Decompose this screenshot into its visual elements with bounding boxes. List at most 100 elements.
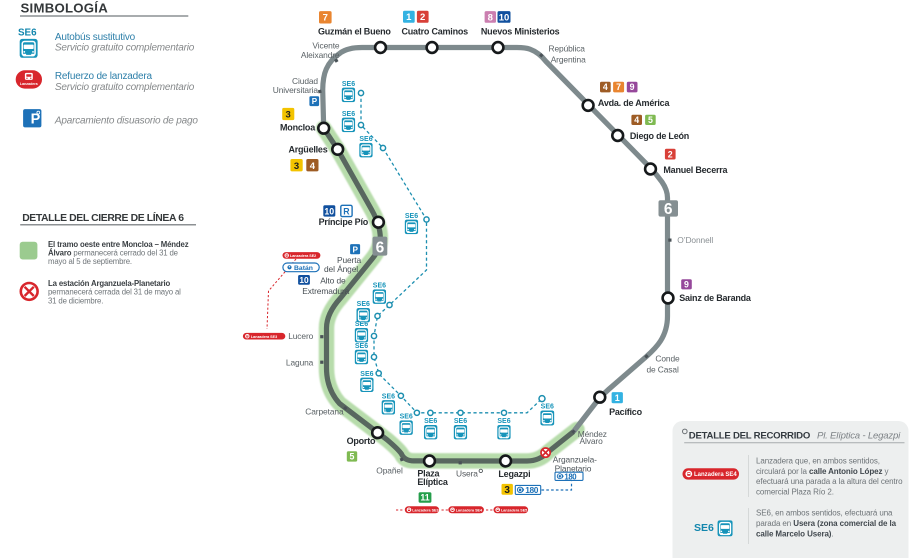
svg-text:Elíptica: Elíptica	[417, 477, 448, 487]
svg-text:Ciudad: Ciudad	[292, 76, 318, 86]
svg-text:Guzmán el Bueno: Guzmán el Bueno	[318, 26, 391, 36]
svg-text:SE6, en ambos sentidos, efectu: SE6, en ambos sentidos, efectuará una	[756, 509, 893, 518]
svg-text:Puerta: Puerta	[337, 255, 362, 265]
svg-text:Pl. Elíptica - Legazpi: Pl. Elíptica - Legazpi	[817, 431, 901, 442]
svg-text:El tramo oeste entre Moncloa –: El tramo oeste entre Moncloa – Méndez	[48, 240, 189, 249]
svg-text:SE6: SE6	[497, 418, 510, 425]
svg-text:Sainz de Baranda: Sainz de Baranda	[679, 293, 752, 303]
svg-text:SE6: SE6	[355, 321, 368, 328]
svg-text:SIMBOLOGÍA: SIMBOLOGÍA	[21, 0, 109, 15]
svg-text:7: 7	[616, 82, 621, 92]
svg-text:Lanzadera SE4: Lanzadera SE4	[456, 509, 483, 513]
svg-text:Príncipe Pío: Príncipe Pío	[319, 217, 369, 227]
svg-text:11: 11	[420, 493, 429, 503]
svg-text:Universitaria: Universitaria	[273, 85, 319, 95]
svg-text:SE6: SE6	[382, 393, 395, 400]
svg-text:Autobús sustitutivo: Autobús sustitutivo	[55, 32, 136, 43]
svg-text:P: P	[31, 112, 41, 128]
svg-text:9: 9	[630, 82, 635, 92]
svg-text:Usera: Usera	[456, 469, 478, 479]
svg-text:8: 8	[488, 12, 493, 23]
svg-text:SE6: SE6	[342, 81, 355, 88]
svg-text:Laguna: Laguna	[286, 357, 314, 367]
svg-text:Avda. de América: Avda. de América	[598, 98, 671, 108]
svg-text:circulará por la calle Antonio: circulará por la calle Antonio López y	[756, 467, 888, 476]
svg-text:10: 10	[324, 206, 334, 216]
svg-text:SE6: SE6	[405, 213, 418, 220]
svg-text:Oporto: Oporto	[347, 436, 376, 446]
svg-text:180: 180	[564, 472, 577, 481]
svg-text:4: 4	[634, 115, 639, 125]
svg-text:Aparcamiento disuasorio de pag: Aparcamiento disuasorio de pago	[54, 115, 198, 126]
svg-text:1: 1	[406, 12, 412, 23]
svg-text:1: 1	[615, 393, 620, 403]
svg-text:Alto de: Alto de	[320, 276, 346, 286]
svg-text:9: 9	[684, 279, 689, 289]
svg-text:Lanzadera SE2: Lanzadera SE2	[290, 254, 316, 258]
svg-text:Lanzadera SE5: Lanzadera SE5	[501, 509, 527, 513]
svg-text:Vicente: Vicente	[312, 41, 340, 51]
svg-text:SE6: SE6	[355, 343, 368, 350]
svg-text:Argüelles: Argüelles	[288, 144, 327, 154]
svg-text:DETALLE DEL CIERRE DE LÍNEA 6: DETALLE DEL CIERRE DE LÍNEA 6	[22, 211, 184, 224]
svg-text:Méndez: Méndez	[578, 429, 607, 439]
svg-text:3: 3	[294, 161, 299, 172]
svg-text:Conde: Conde	[655, 353, 680, 363]
svg-text:Refuerzo de lanzadera: Refuerzo de lanzadera	[55, 71, 153, 82]
svg-text:República: República	[549, 43, 586, 53]
svg-text:Manuel Becerra: Manuel Becerra	[663, 165, 728, 175]
svg-text:Lanzadera que, en ambos sentid: Lanzadera que, en ambos sentidos,	[756, 456, 880, 465]
svg-text:180: 180	[525, 485, 539, 495]
svg-text:del Ángel: del Ángel	[324, 264, 358, 274]
svg-text:Lanzadera SE3: Lanzadera SE3	[251, 335, 277, 339]
svg-text:Diego de León: Diego de León	[630, 131, 689, 141]
svg-text:Pacífico: Pacífico	[609, 407, 642, 417]
svg-text:mayo al 5 de septiembre.: mayo al 5 de septiembre.	[48, 257, 132, 266]
svg-text:comercial Plaza Río 2.: comercial Plaza Río 2.	[756, 488, 834, 497]
svg-text:Lucero: Lucero	[288, 331, 313, 341]
svg-text:Legazpi: Legazpi	[498, 469, 530, 479]
svg-text:Nuevos Ministerios: Nuevos Ministerios	[481, 26, 560, 36]
svg-text:parada en Usera (zona comercia: parada en Usera (zona comercial de la	[756, 519, 897, 528]
svg-text:Aleixandre: Aleixandre	[301, 50, 340, 60]
svg-text:SE6: SE6	[454, 418, 467, 425]
svg-text:SE6: SE6	[373, 283, 386, 290]
svg-text:Opañel: Opañel	[376, 466, 403, 476]
svg-text:Moncloa: Moncloa	[280, 123, 316, 133]
svg-text:Carpetana: Carpetana	[305, 406, 344, 416]
svg-text:P: P	[352, 245, 358, 254]
svg-text:6: 6	[664, 201, 673, 218]
svg-text:de Casal: de Casal	[646, 365, 678, 375]
svg-text:Plaza: Plaza	[417, 468, 440, 478]
svg-text:10: 10	[499, 12, 510, 23]
svg-text:Cuatro Caminos: Cuatro Caminos	[402, 26, 469, 36]
svg-text:Planetario: Planetario	[555, 463, 592, 473]
svg-text:SE6: SE6	[342, 111, 355, 118]
svg-text:Álvaro: Álvaro	[580, 436, 604, 446]
svg-text:Lanzadera SE4: Lanzadera SE4	[694, 472, 737, 478]
svg-text:4: 4	[603, 82, 608, 92]
svg-text:2: 2	[668, 149, 673, 159]
svg-text:Arganzuela-: Arganzuela-	[553, 455, 597, 465]
svg-text:SE6: SE6	[400, 414, 413, 421]
svg-text:SE6: SE6	[694, 522, 714, 534]
svg-text:31 de diciembre.: 31 de diciembre.	[48, 296, 103, 305]
svg-text:Batán: Batán	[294, 265, 313, 272]
svg-text:SE6: SE6	[360, 371, 373, 378]
svg-text:Servicio gratuito complementar: Servicio gratuito complementario	[55, 43, 195, 54]
svg-text:SE6: SE6	[359, 136, 372, 143]
svg-text:SE6: SE6	[18, 28, 37, 39]
svg-text:Servicio gratuito complementar: Servicio gratuito complementario	[55, 82, 195, 93]
svg-text:SE6: SE6	[541, 404, 554, 411]
svg-text:5: 5	[648, 115, 653, 125]
svg-text:P: P	[312, 97, 318, 106]
svg-text:2: 2	[420, 12, 425, 23]
svg-text:3: 3	[504, 485, 510, 496]
svg-text:Argentina: Argentina	[551, 54, 586, 64]
svg-text:DETALLE DEL RECORRIDO: DETALLE DEL RECORRIDO	[689, 431, 811, 442]
svg-text:5: 5	[350, 452, 355, 462]
svg-text:3: 3	[286, 109, 291, 120]
svg-text:6: 6	[376, 240, 385, 257]
svg-text:R: R	[343, 206, 350, 216]
svg-text:Lanzadera SE3: Lanzadera SE3	[412, 509, 438, 513]
